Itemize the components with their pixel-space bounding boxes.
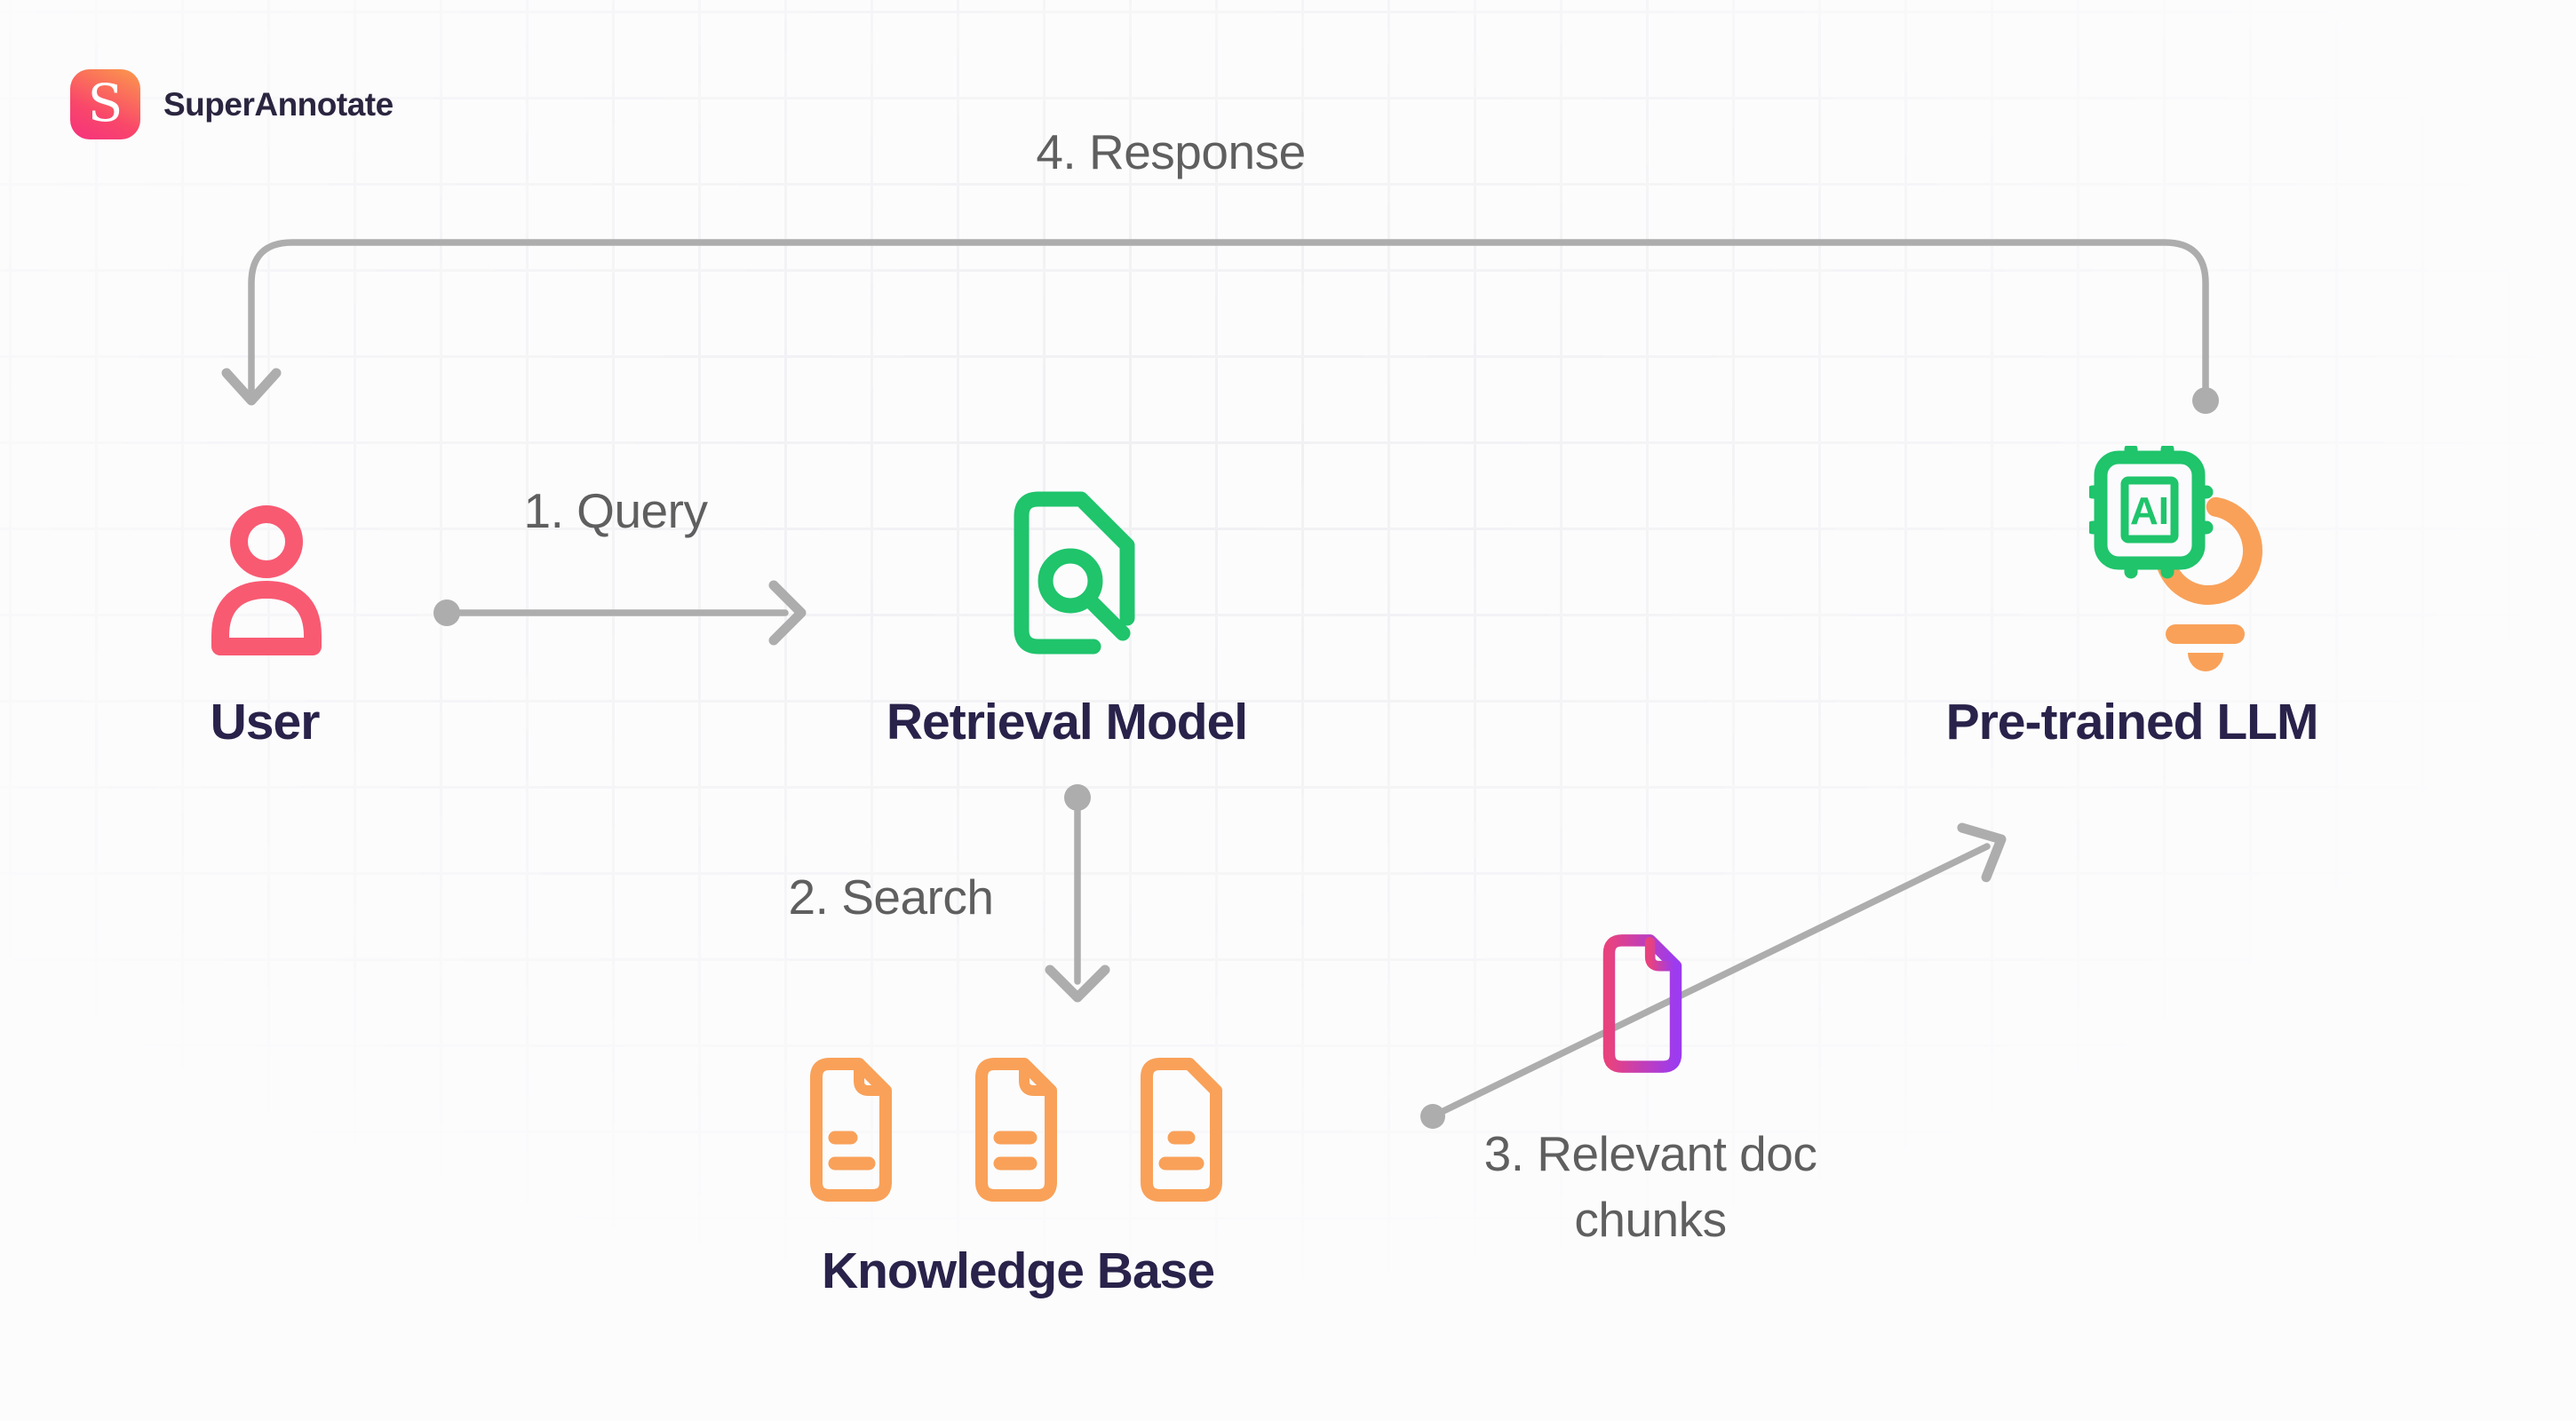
chunks-arrowhead xyxy=(1957,822,2007,883)
chunks-arrow xyxy=(1420,822,2007,1129)
brand: S SuperAnnotate xyxy=(70,69,394,139)
chip-ai-text: AI xyxy=(2130,489,2169,533)
user-icon xyxy=(211,505,322,655)
query-arrow xyxy=(433,580,807,646)
brand-name: SuperAnnotate xyxy=(163,85,394,123)
retrieval-model-label: Retrieval Model xyxy=(886,694,1248,750)
retrieval-doc-outline xyxy=(1014,491,1135,655)
retrieval-magnifier-lens xyxy=(1038,548,1103,614)
chunks-arrow-start-dot xyxy=(1420,1104,1445,1129)
knowledge-base-label: Knowledge Base xyxy=(821,1242,1215,1299)
pretrained-llm-icon: AI xyxy=(2089,446,2263,671)
retrieval-model-icon xyxy=(1014,491,1135,655)
pretrained-llm-label: Pre-trained LLM xyxy=(1945,694,2319,750)
search-arrow-start-dot xyxy=(1064,784,1091,811)
response-arrow xyxy=(221,239,2219,414)
orange-doc-icon xyxy=(1141,1058,1222,1202)
user-body xyxy=(211,581,322,655)
query-arrow-start-dot xyxy=(433,599,460,626)
response-arrow-start-dot xyxy=(2192,387,2219,414)
superannotate-logo-icon: S xyxy=(70,69,140,139)
search-arrowhead xyxy=(1045,965,1110,1003)
search-arrow xyxy=(1045,784,1110,1003)
step-query-label: 1. Query xyxy=(523,483,708,538)
retrieval-magnifier-handle xyxy=(1081,591,1131,641)
chip-inner-frame xyxy=(2120,476,2179,544)
orange-doc-icon xyxy=(975,1058,1057,1202)
response-arrowhead xyxy=(221,368,282,406)
orange-doc-icon xyxy=(810,1058,892,1202)
logo-letter: S xyxy=(87,72,123,133)
query-arrowhead xyxy=(768,580,807,646)
knowledge-base-icons xyxy=(805,1053,1228,1206)
bulb-tip xyxy=(2188,653,2223,671)
ai-chip-icon: AI xyxy=(2089,446,2214,579)
step-response-label: 4. Response xyxy=(1036,124,1306,179)
user-label: User xyxy=(210,694,321,750)
purple-doc-icon xyxy=(1602,934,1682,1073)
step-search-label: 2. Search xyxy=(788,869,994,925)
user-head xyxy=(230,505,303,578)
step-chunks-label: 3. Relevant doc chunks xyxy=(1483,1126,1817,1247)
